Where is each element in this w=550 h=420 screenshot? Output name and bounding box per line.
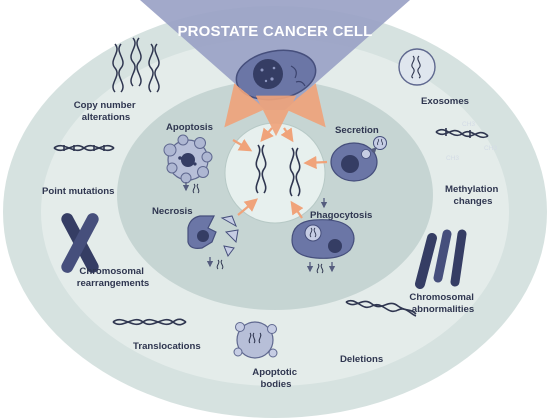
methyl-tag: CH3 xyxy=(446,155,459,162)
chromosome-icon xyxy=(61,213,99,273)
apoptotic-cell-icon xyxy=(163,134,213,184)
center-circle xyxy=(224,122,326,224)
exosome-vesicle-icon xyxy=(373,136,387,150)
chromosomal-rearrangements-label: Chromosomal rearrangements xyxy=(77,266,150,289)
copy-number-label: Copy number alterations xyxy=(74,100,139,123)
apoptosis-fragment-icon xyxy=(192,183,200,194)
release-arrows xyxy=(224,83,326,137)
phagocytosis-release-arrows xyxy=(306,262,336,273)
exosomes-label: Exosomes xyxy=(421,96,469,107)
apoptotic-body-icon xyxy=(233,321,278,359)
chromosome-abnormality-icon xyxy=(415,229,467,289)
secreting-cell-icon xyxy=(330,142,378,182)
translocation-dna-icon xyxy=(112,318,187,326)
methylation-changes-label: Methylation changes xyxy=(445,184,501,207)
apoptotic-bodies-label: Apoptotic bodies xyxy=(252,367,299,390)
dna-strand-icon xyxy=(255,144,301,197)
chromosomal-abnormalities-label: Chromosomal abnormalities xyxy=(409,292,476,315)
secretion-arrow xyxy=(370,147,377,154)
point-mutation-dna-icon xyxy=(53,144,115,152)
secretion-label: Secretion xyxy=(335,125,379,136)
point-mutations-label: Point mutations xyxy=(42,186,114,197)
methylation-dna-icon xyxy=(435,128,489,139)
deletion-dna-icon xyxy=(345,299,417,317)
phagocytosis-label: Phagocytosis xyxy=(310,210,372,221)
copy-number-dna-icon xyxy=(112,37,160,93)
exosome-icon xyxy=(398,48,436,86)
methyl-tag: CH3 xyxy=(462,121,475,128)
mechanism-arrows xyxy=(232,127,328,219)
deletions-label: Deletions xyxy=(340,354,383,365)
translocations-label: Translocations xyxy=(133,341,201,352)
diagram-title: PROSTATE CANCER CELL xyxy=(177,23,372,40)
necrosis-fragment-icon xyxy=(216,259,224,270)
apoptosis-label: Apoptosis xyxy=(166,122,213,133)
methyl-tag: CH3 xyxy=(484,145,497,152)
necrosis-label: Necrosis xyxy=(152,206,193,217)
necrotic-cell-icon xyxy=(187,215,239,258)
phagocytosis-fragment-icon xyxy=(316,263,324,274)
phagocyte-icon xyxy=(291,219,355,259)
